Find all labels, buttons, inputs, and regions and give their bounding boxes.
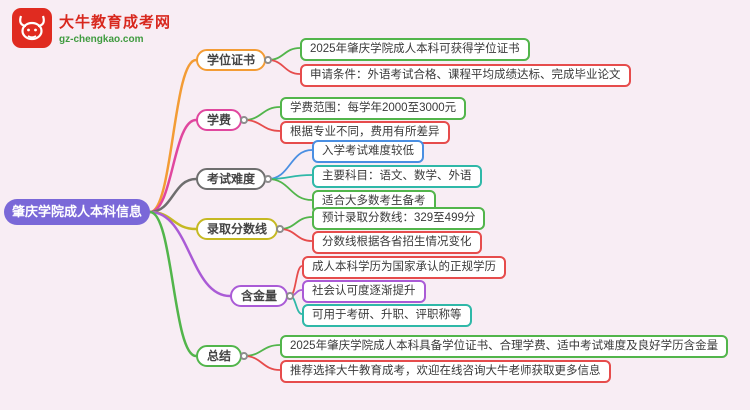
branch-node-admission-score: 录取分数线 <box>196 218 278 240</box>
branch-curve <box>148 210 198 358</box>
leaf-node: 2025年肇庆学院成人本科可获得学位证书 <box>300 38 530 61</box>
leaf-node: 社会认可度逐渐提升 <box>302 280 426 303</box>
root-node: 肇庆学院成人本科信息 <box>4 199 151 225</box>
child-curve <box>267 174 313 180</box>
leaf-node: 预计录取分数线：329至499分 <box>312 207 486 230</box>
site-name: 大牛教育成考网 <box>59 14 172 31</box>
leaf-node: 推荐选择大牛教育成考，欢迎在线咨询大牛老师获取更多信息 <box>280 360 611 383</box>
leaf-node: 2025年肇庆学院成人本科具备学位证书、合理学费、适中考试难度及良好学历含金量 <box>280 335 729 358</box>
site-url: gz-chengkao.com <box>59 34 144 45</box>
branch-curve <box>148 118 198 214</box>
branch-dot <box>240 352 248 360</box>
leaf-node: 可用于考研、升职、评职称等 <box>302 304 472 327</box>
branch-dot <box>276 225 284 233</box>
branch-dot <box>264 56 272 64</box>
branch-curve <box>148 58 198 214</box>
child-curve <box>243 355 281 371</box>
leaf-node: 成人本科学历为国家承认的正规学历 <box>302 256 506 279</box>
child-curve <box>279 216 313 230</box>
leaf-node: 分数线根据各省招生情况变化 <box>312 231 482 254</box>
branch-curve <box>148 177 198 214</box>
leaf-node: 学费范围：每学年2000至3000元 <box>280 97 467 120</box>
child-curve <box>243 344 281 357</box>
branch-node-exam-difficulty: 考试难度 <box>196 168 266 190</box>
site-logo: 大牛教育成考网 gz-chengkao.com <box>12 8 171 48</box>
branch-curve <box>148 210 232 298</box>
child-curve <box>279 228 313 242</box>
branch-node-credential-value: 含金量 <box>230 285 288 307</box>
child-curve <box>243 106 281 121</box>
bull-icon <box>12 8 52 48</box>
leaf-node: 申请条件：外语考试合格、课程平均成绩达标、完成毕业论文 <box>300 64 631 87</box>
leaf-node: 入学考试难度较低 <box>312 140 424 163</box>
branch-node-degree-cert: 学位证书 <box>196 49 266 71</box>
child-curve <box>267 59 301 75</box>
child-curve <box>267 178 313 201</box>
child-curve <box>267 47 301 61</box>
leaf-node: 主要科目：语文、数学、外语 <box>312 165 482 188</box>
branch-node-summary: 总结 <box>196 345 242 367</box>
branch-dot <box>286 292 294 300</box>
branch-dot <box>264 175 272 183</box>
branch-node-tuition: 学费 <box>196 109 242 131</box>
logo-text: 大牛教育成考网 gz-chengkao.com <box>59 11 171 45</box>
branch-curve <box>148 210 198 231</box>
child-curve <box>243 119 281 132</box>
branch-dot <box>240 116 248 124</box>
